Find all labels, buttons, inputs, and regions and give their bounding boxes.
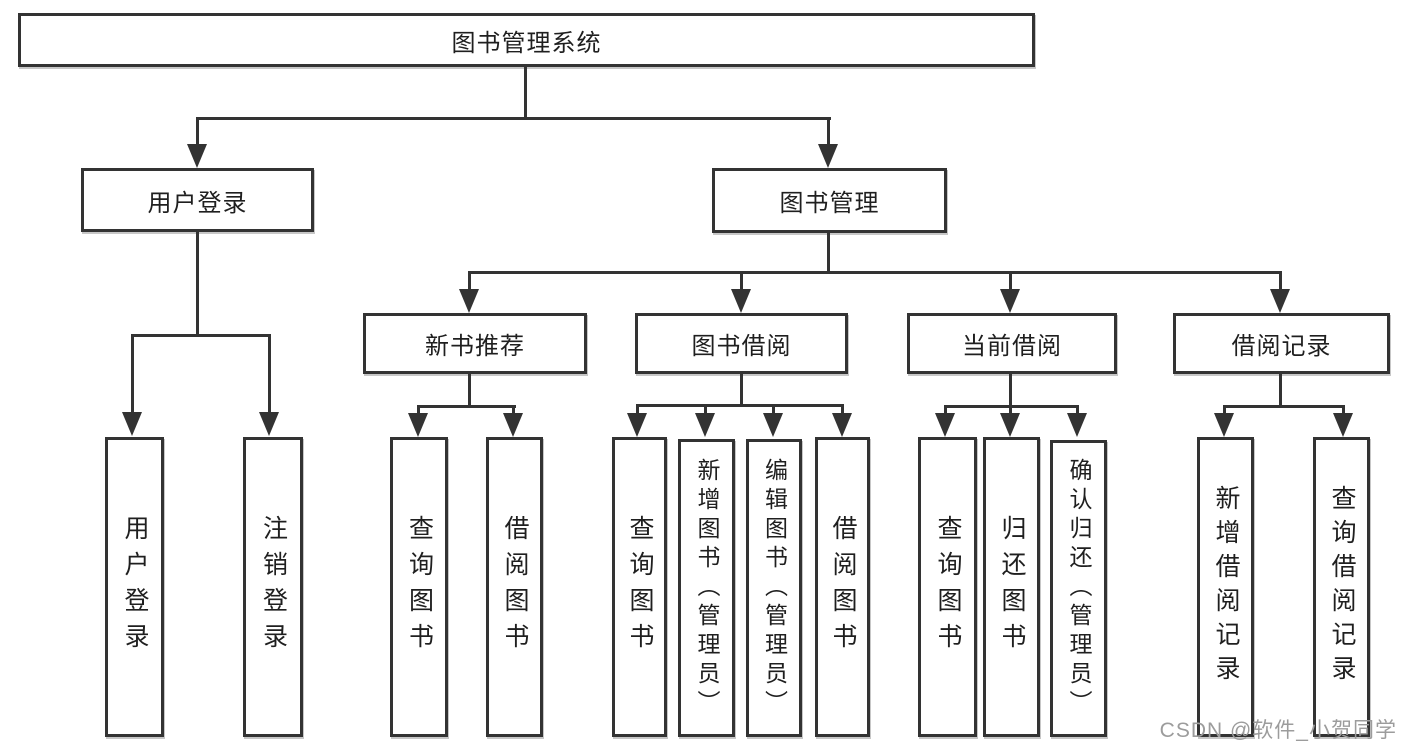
leaf-edit-book-admin: 编辑图书（管理员） [746,439,802,737]
leaf-label: 查询图书 [934,515,962,659]
csdn-watermark: CSDN @软件_小贺同学 [1159,719,1397,742]
leaf-label: 新增图书（管理员） [694,457,720,719]
connector-leaf-stub [268,334,271,414]
leaf-return-book: 归还图书 [983,437,1040,737]
leaf-add-book-admin: 新增图书（管理员） [678,439,735,737]
node-book-management: 图书管理 [712,168,947,233]
leaf-add-borrow-record: 新增借阅记录 [1197,437,1254,737]
leaf-confirm-return-admin: 确认归还（管理员） [1050,440,1107,737]
leaf-label: 确认归还（管理员） [1066,458,1092,719]
connector-leaf-stub [1223,405,1226,415]
node-root: 图书管理系统 [18,13,1035,67]
node-book-borrow-label: 图书借阅 [691,333,792,360]
connector-leaf-stub [1076,405,1079,415]
leaf-query-books-borrow: 查询图书 [612,437,667,737]
arrowhead-down-icon [259,412,279,436]
connector-drop [468,374,471,408]
connector-book-mgmt-drop [827,233,830,274]
connector-leaf-stub [1342,405,1345,415]
connector-leaf-stub [636,404,639,415]
connector-drop [1279,374,1282,408]
connector-book-mgmt-span [468,271,1282,274]
arrowhead-down-icon [408,413,428,437]
connector-user-login-drop [196,232,199,337]
leaf-query-borrow-record: 查询借阅记录 [1313,437,1370,737]
arrowhead-down-icon [459,289,479,313]
connector-leaf-stub [772,404,775,415]
node-book-borrow: 图书借阅 [635,313,848,374]
connector-span [1223,405,1345,408]
connector-leaf-stub [944,405,947,415]
connector-book-mgmt-stub [827,117,830,147]
node-root-label: 图书管理系统 [451,29,602,57]
connector-drop [1009,374,1012,408]
arrowhead-down-icon [187,144,207,168]
connector-leaf-stub [704,404,707,415]
arrowhead-down-icon [1000,289,1020,313]
arrowhead-down-icon [935,413,955,437]
node-book-management-label: 图书管理 [779,190,880,217]
arrowhead-down-icon [1333,413,1353,437]
arrowhead-down-icon [832,413,852,437]
leaf-query-books-current: 查询图书 [918,437,977,737]
connector-leaf-stub [417,405,420,415]
leaf-label: 用户登录 [121,515,149,659]
leaf-query-books-recommend: 查询图书 [390,437,448,737]
arrowhead-down-icon [122,412,142,436]
node-user-login-label: 用户登录 [147,189,248,217]
connector-drop [740,374,743,407]
arrowhead-down-icon [1270,289,1290,313]
leaf-label: 查询图书 [626,515,654,659]
leaf-logout: 注销登录 [243,437,303,737]
leaf-label: 查询借阅记录 [1328,485,1356,689]
arrowhead-down-icon [763,413,783,437]
arrowhead-down-icon [695,413,715,437]
connector-user-login-span [131,334,271,337]
connector-level3-stub [468,271,471,291]
arrowhead-down-icon [1067,413,1087,437]
node-current-borrow-label: 当前借阅 [962,333,1062,360]
node-borrow-records-label: 借阅记录 [1231,333,1332,360]
connector-level3-stub [740,271,743,291]
arrowhead-down-icon [731,289,751,313]
arrowhead-down-icon [1214,413,1234,437]
node-borrow-records: 借阅记录 [1173,313,1390,374]
connector-root-drop [524,67,527,118]
leaf-label: 新增借阅记录 [1212,485,1240,689]
leaf-label: 归还图书 [998,515,1026,659]
connector-span [636,404,844,407]
connector-root-span [196,117,831,120]
node-user-login: 用户登录 [81,168,314,232]
leaf-borrow-books-recommend: 借阅图书 [486,437,543,737]
connector-leaf-stub [512,405,515,415]
arrowhead-down-icon [503,413,523,437]
node-current-borrow: 当前借阅 [907,313,1117,374]
connector-leaf-stub [1009,405,1012,415]
leaf-label: 借阅图书 [501,515,529,659]
leaf-borrow-books: 借阅图书 [815,437,870,737]
leaf-user-login: 用户登录 [105,437,164,737]
arrowhead-down-icon [818,144,838,168]
arrowhead-down-icon [1000,413,1020,437]
leaf-label: 注销登录 [259,515,288,659]
arrowhead-down-icon [627,413,647,437]
leaf-label: 查询图书 [405,515,434,659]
connector-user-login-stub [196,117,199,147]
node-new-book-recommend: 新书推荐 [363,313,587,374]
connector-span [417,405,516,408]
connector-level3-stub [1279,271,1282,291]
leaf-label: 编辑图书（管理员） [761,457,788,719]
connector-leaf-stub [131,334,134,414]
connector-level3-stub [1009,271,1012,291]
connector-leaf-stub [841,404,844,415]
node-new-book-recommend-label: 新书推荐 [425,333,525,360]
leaf-label: 借阅图书 [829,515,857,659]
